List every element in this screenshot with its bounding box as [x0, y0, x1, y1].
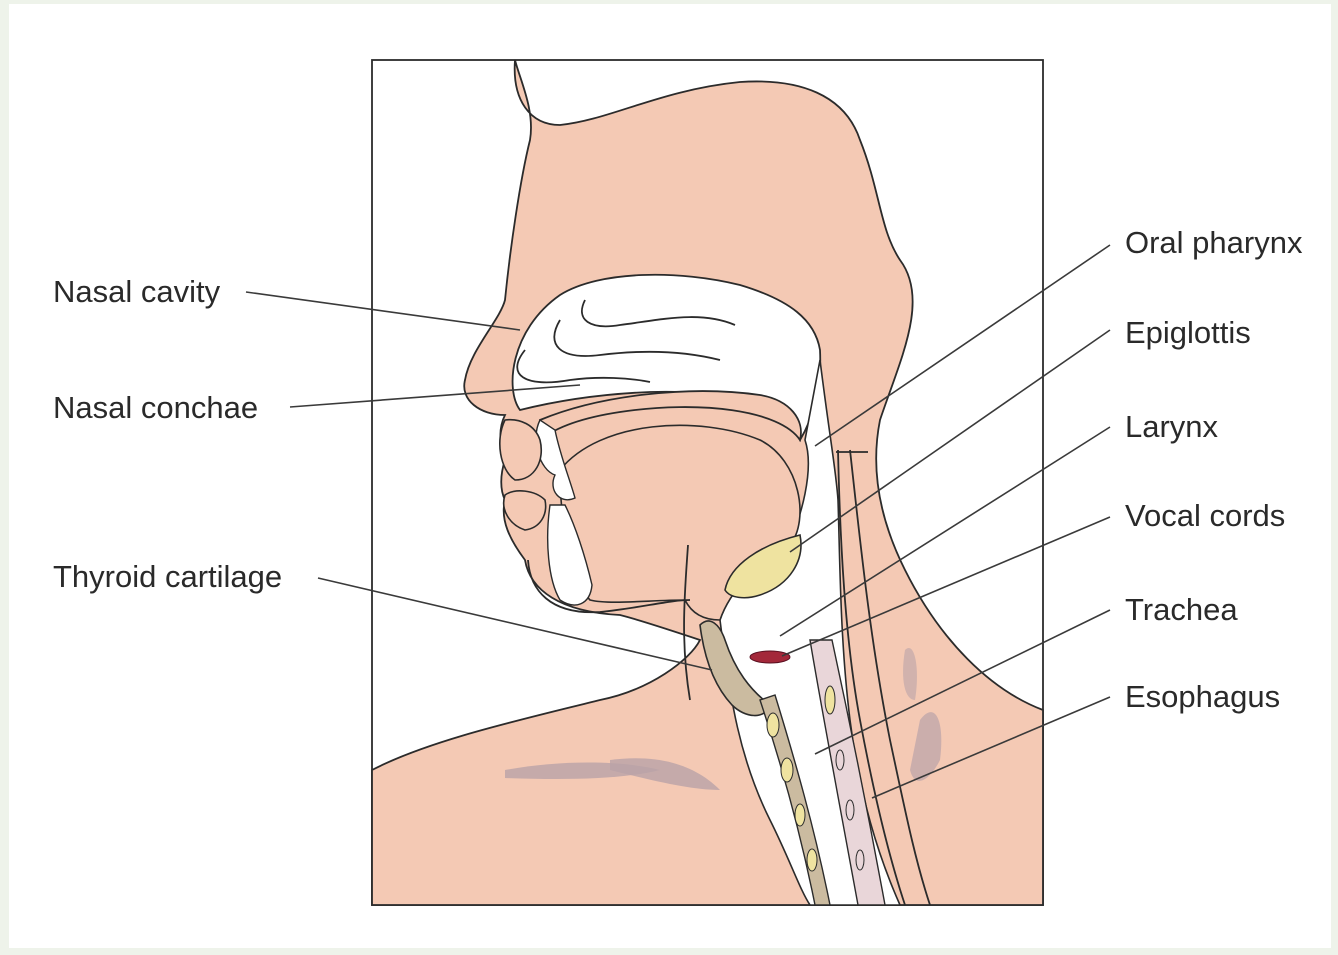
label-larynx: Larynx: [1125, 409, 1219, 444]
label-trachea: Trachea: [1125, 592, 1238, 627]
label-oral-pharynx: Oral pharynx: [1125, 225, 1303, 260]
label-nasal-conchae: Nasal conchae: [53, 390, 258, 425]
label-thyroid-cartilage: Thyroid cartilage: [53, 559, 282, 594]
label-vocal-cords: Vocal cords: [1125, 498, 1285, 533]
label-esophagus: Esophagus: [1125, 679, 1280, 714]
label-nasal-cavity: Nasal cavity: [53, 274, 221, 309]
label-epiglottis: Epiglottis: [1125, 315, 1251, 350]
vocal-cords-shape: [750, 651, 790, 663]
